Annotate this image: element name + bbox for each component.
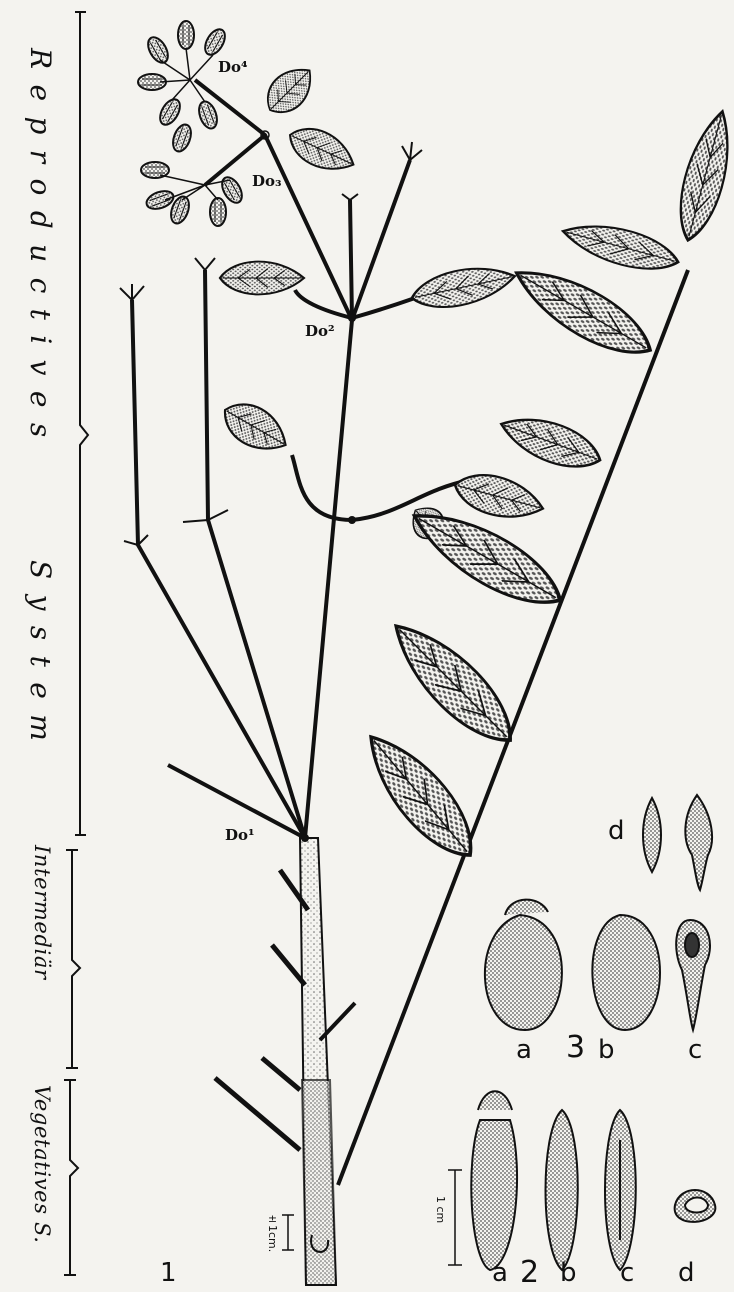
fruit-clusters bbox=[138, 21, 246, 226]
figure-3c-label: c bbox=[688, 1035, 702, 1065]
node-label-do4: Do⁴ bbox=[218, 58, 248, 76]
node-label-do2: Do² bbox=[305, 322, 335, 340]
figure-3a-label: a bbox=[516, 1035, 532, 1065]
main-stem bbox=[215, 838, 355, 1285]
figure-1-label: 1 bbox=[160, 1258, 177, 1288]
node-label-do3: Do₃ bbox=[252, 172, 282, 190]
figure-2d-label: d bbox=[678, 1258, 695, 1288]
figure-3d-label: d bbox=[608, 816, 625, 846]
intermediate-label: Intermediär bbox=[30, 845, 54, 980]
figure-2-scale-label: 1 cm bbox=[434, 1196, 447, 1223]
system-label: System bbox=[24, 560, 57, 756]
vegetative-label: Vegetatives S. bbox=[30, 1085, 54, 1244]
node-label-do1: Do¹ bbox=[225, 826, 255, 844]
figure-2c-label: c bbox=[620, 1258, 634, 1288]
figure-3-details bbox=[485, 795, 712, 1030]
figure-2b-label: b bbox=[560, 1258, 577, 1288]
figure-3b-label: b bbox=[598, 1035, 615, 1065]
figure-1-scale-label: ±1cm. bbox=[266, 1212, 279, 1252]
figure-2-details bbox=[471, 1091, 715, 1270]
section-brackets bbox=[64, 12, 88, 1275]
figure-2-label: 2 bbox=[520, 1255, 539, 1290]
figure-2a-label: a bbox=[492, 1258, 508, 1288]
reproductive-label: Reproductives bbox=[24, 48, 57, 453]
figure-3-label: 3 bbox=[566, 1030, 585, 1065]
